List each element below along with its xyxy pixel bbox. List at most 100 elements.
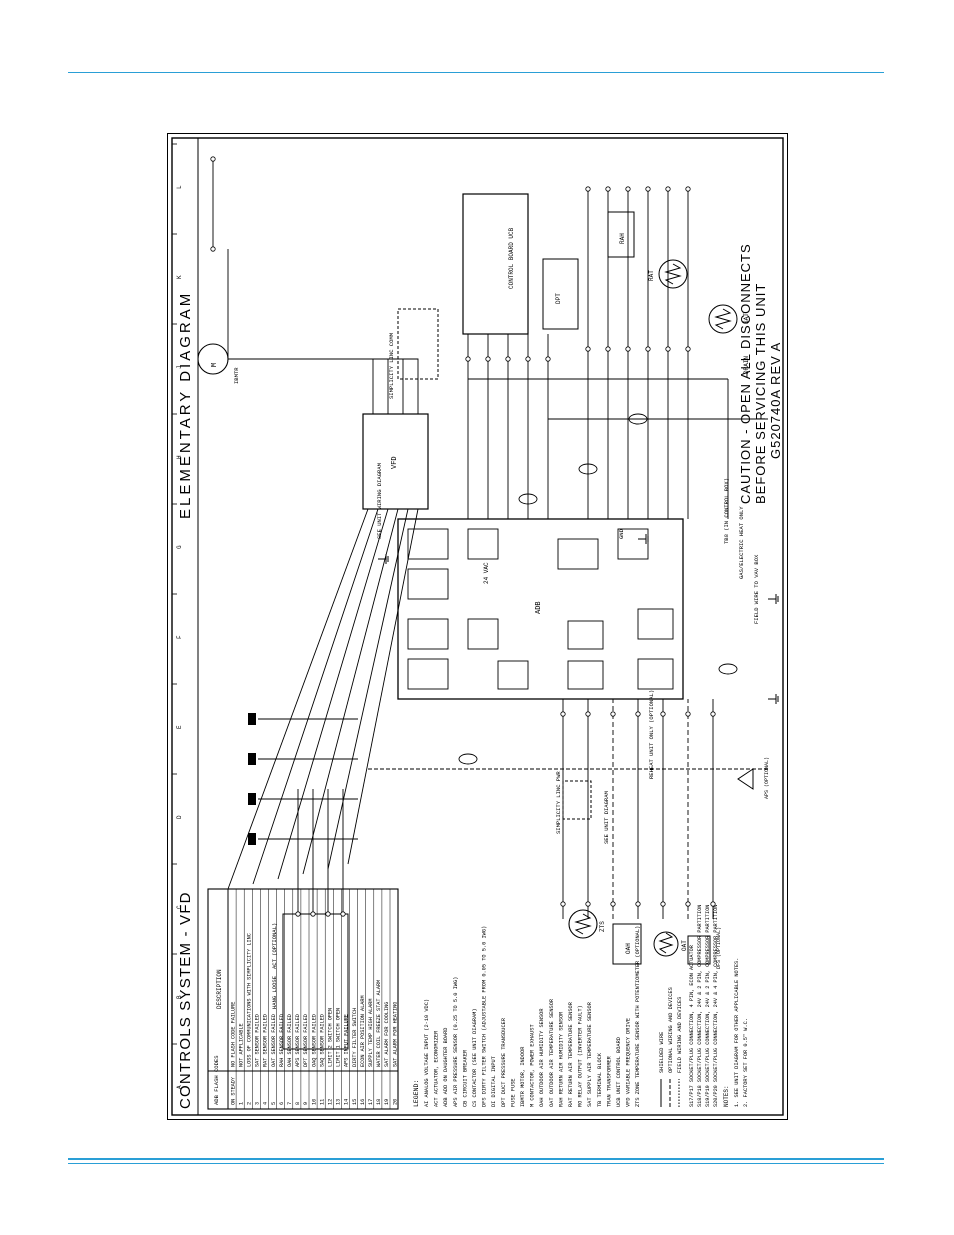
ucb-label: CONTROL BOARD UCB <box>508 227 515 289</box>
terminal <box>340 911 346 917</box>
v24-label: 24 VAC <box>483 562 490 584</box>
note-item: 1. SEE UNIT DIAGRAM FOR OTHER APPLICABLE… <box>734 958 740 1107</box>
terminal <box>295 911 301 917</box>
wire <box>228 358 374 414</box>
svg-text:SAT: SAT <box>743 313 750 324</box>
flash-code: 1 <box>238 1102 244 1105</box>
wire <box>302 508 399 875</box>
simplicity-pwr-label: SIMPLICITY LINC PWR <box>555 771 562 834</box>
see-unit-label: SEE UNIT DIAGRAM <box>603 791 610 844</box>
flash-desc: DPT SENSOR FAILED <box>303 1014 309 1067</box>
flash-desc: OAQ SENSOR FAILED <box>311 1014 317 1067</box>
svg-text:APS (OPTIONAL): APS (OPTIONAL) <box>764 757 770 799</box>
terminal <box>710 901 716 907</box>
terminal <box>525 356 531 362</box>
shield-marker <box>578 463 598 475</box>
svg-text:M: M <box>211 363 219 367</box>
terminal <box>625 186 631 192</box>
wiring-key-label: OPTIONAL WIRING AND DEVICES <box>668 987 674 1073</box>
legend-item: CB CIRCUIT BREAKER <box>462 1049 468 1107</box>
adb-plug <box>637 608 674 640</box>
terminal <box>635 711 641 717</box>
terminal <box>635 901 641 907</box>
flash-desc: SUPPLY TEMP HIGH ALARM <box>368 999 374 1068</box>
wire <box>277 508 389 880</box>
flash-desc: OAT SENSOR FAILED <box>271 1014 277 1067</box>
terminal <box>485 356 491 362</box>
drain-label: DRAIN <box>743 356 750 374</box>
flash-desc: SAT SENSOR FAILED <box>255 1014 261 1067</box>
legend: LEGEND: AI ANALOG VOLTAGE INPUT (2-10 VD… <box>413 905 749 1107</box>
terminal <box>625 346 631 352</box>
dfs-switch: DFS (OPTIONAL) <box>687 927 722 969</box>
flash-code: 8 <box>295 1102 301 1105</box>
flash-code: ON STEADY <box>230 1076 236 1105</box>
legend-item: TB TERMINAL BLOCK <box>597 1052 603 1107</box>
flash-desc: LIMIT 2 SWITCH OPEN <box>328 1008 334 1067</box>
adb-plug <box>467 618 499 650</box>
diagram-subtitle: ELEMENTARY DIAGRAM <box>177 291 194 519</box>
adb-label: ADB <box>535 601 543 614</box>
terminal <box>645 186 651 192</box>
column-letter: F <box>176 635 183 639</box>
adb-plug <box>617 528 649 560</box>
flash-desc: RAT SENSOR FAILED <box>263 1014 269 1067</box>
sat-sensor: SAT <box>708 304 750 334</box>
shield-marker <box>718 663 738 675</box>
see-unit-wiring-label: SEE UNIT WIRING DIAGRAM <box>376 463 383 539</box>
tb1-terminal <box>248 833 256 845</box>
terminal <box>325 911 331 917</box>
legend-item: ADB ADD ON DAUGHTER BOARD <box>443 1028 449 1107</box>
flash-code: 3 <box>255 1102 261 1105</box>
flash-code: 20 <box>392 1099 398 1105</box>
terminal <box>545 356 551 362</box>
terminal <box>665 346 671 352</box>
flash-code: 17 <box>368 1099 374 1105</box>
terminal <box>685 186 691 192</box>
tb1-terminal <box>248 793 256 805</box>
zts-sensor: ZTS <box>568 909 606 939</box>
flash-code: 11 <box>319 1099 325 1105</box>
legend-item: UCB UNIT CONTROL BOARD <box>616 1037 622 1107</box>
legend-item: VFD VARIABLE FREQUENCY DRIVE <box>626 1018 632 1107</box>
wire <box>228 358 389 414</box>
legend-item: DFS DIRTY FILTER SWITCH (ADJUSTABLE FROM… <box>482 926 488 1107</box>
wire <box>228 358 404 414</box>
flash-code: 15 <box>352 1099 358 1105</box>
legend-item: DPT DUCT PRESSURE TRANSDUCER <box>501 1017 507 1107</box>
wire <box>227 508 369 890</box>
adb-plug <box>567 620 604 650</box>
legend-item: OAT OUTDOOR AIR TEMPERATURE SENSOR <box>549 998 555 1107</box>
column-letter: B <box>176 995 183 999</box>
socket-note: S20/P20 SOCKET/PLUG CONNECTION, 24V & 4 … <box>713 905 719 1107</box>
dpt-sensor: DPT <box>542 258 579 330</box>
tb1-terminal <box>248 753 256 765</box>
flash-code: 13 <box>336 1099 342 1105</box>
flash-code: 14 <box>344 1099 350 1105</box>
svg-text:ZTS: ZTS <box>599 921 606 932</box>
caution-line1: CAUTION - OPEN ALL DISCONNECTS <box>738 243 753 504</box>
terminal <box>585 901 591 907</box>
adb-plug <box>497 660 529 690</box>
terminal <box>605 346 611 352</box>
caution-line2: BEFORE SERVICING THIS UNIT <box>753 283 768 504</box>
flash-header-desc: DESCRIPTION <box>216 969 223 1009</box>
legend-item: TRAN TRANSFORMER <box>606 1055 612 1107</box>
flash-code: 18 <box>376 1099 382 1105</box>
socket-note: S17/P17 SOCKET/PLUG CONNECTION, 4 PIN, E… <box>689 945 695 1107</box>
flash-desc: SAT ALARM FOR COOLING <box>384 1002 390 1067</box>
terminal <box>610 901 616 907</box>
terminal <box>505 356 511 362</box>
flash-desc: NO FLASH CODE FAILURE <box>230 1002 236 1067</box>
flash-desc: WATER COIL FREEZE STAT ALARM <box>376 980 382 1067</box>
adb-plug <box>467 528 499 560</box>
terminal <box>660 711 666 717</box>
socket-note: S18/P18 SOCKET/PLUG CONNECTION, 24V & 2 … <box>697 905 703 1107</box>
flash-desc: APS INPUT FAILURE <box>344 1014 350 1067</box>
flash-desc: RAH SENSOR FAILED <box>279 1014 285 1067</box>
legend-item: AI ANALOG VOLTAGE INPUT (2-10 VDC) <box>424 999 430 1107</box>
flash-code: 6 <box>279 1102 285 1105</box>
legend-item: OAH OUTDOOR AIR HUMIDITY SENSOR <box>539 1008 545 1107</box>
